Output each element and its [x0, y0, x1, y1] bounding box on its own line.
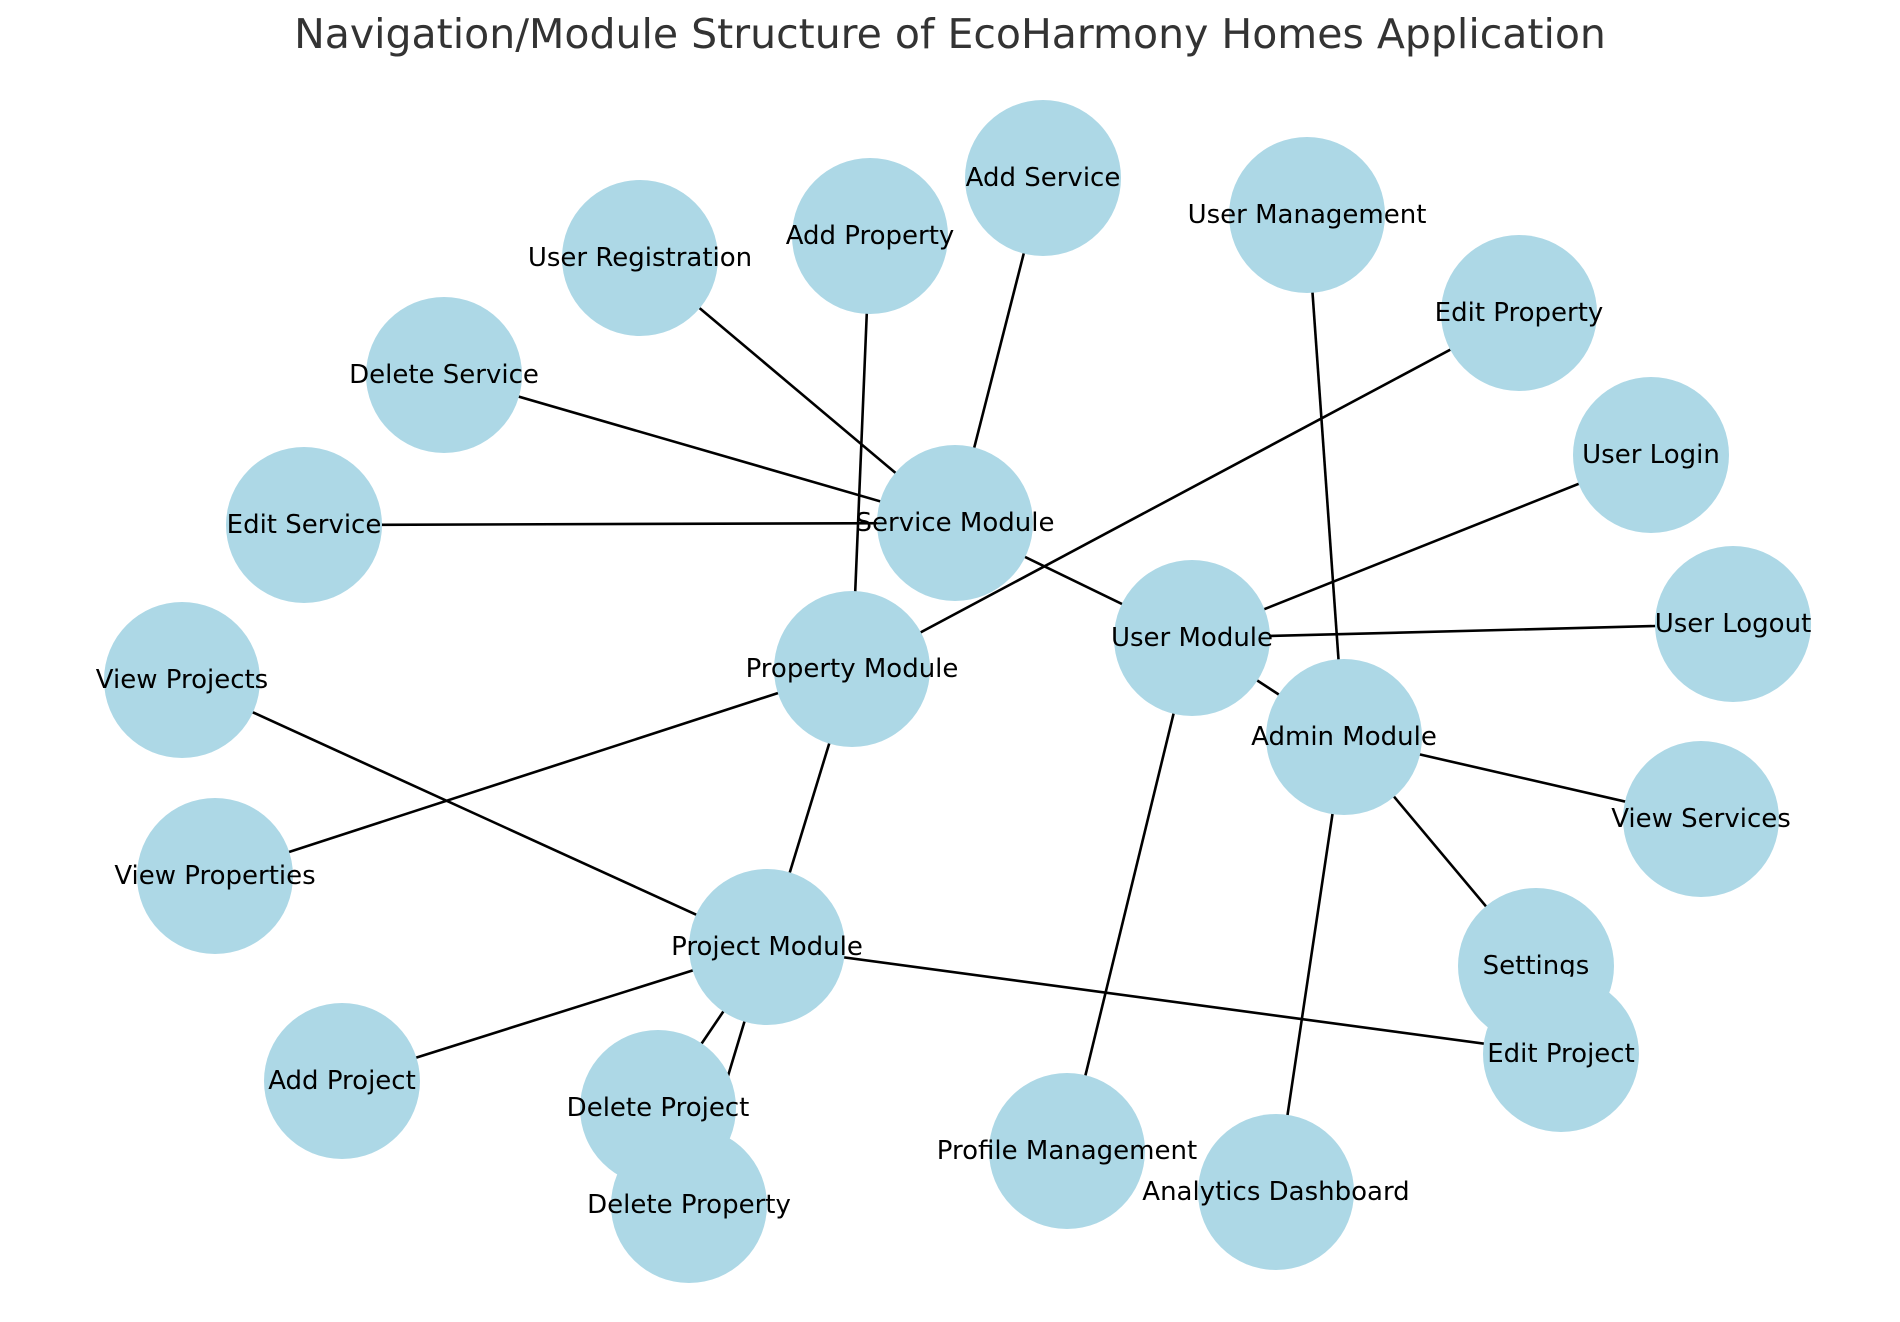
node-label-edit-service: Edit Service: [227, 510, 382, 540]
node-view-projects: View Projects: [96, 602, 268, 758]
node-label-view-projects: View Projects: [96, 665, 268, 695]
node-circle-view-services: [1623, 741, 1779, 897]
node-label-delete-service: Delete Service: [349, 360, 539, 390]
node-add-property: Add Property: [786, 158, 955, 314]
edge-user-module-to-user-logout: [1191, 622, 1734, 640]
node-label-user-management: User Management: [1188, 200, 1427, 230]
edge-admin-module-to-user-management: [1305, 214, 1346, 738]
node-label-edit-project: Edit Project: [1487, 1039, 1635, 1069]
node-edit-service: Edit Service: [226, 447, 382, 603]
node-edit-project: Edit Project: [1483, 976, 1639, 1132]
node-label-user-logout: User Logout: [1655, 609, 1812, 639]
node-label-settings: Settings: [1483, 951, 1590, 981]
node-add-project: Add Project: [264, 1003, 420, 1159]
node-user-registration: User Registration: [528, 180, 752, 336]
node-label-user-registration: User Registration: [528, 243, 752, 273]
edge-user-module-to-profile-management: [1065, 637, 1194, 1152]
node-circle-add-property: [792, 158, 948, 314]
node-profile-management: Profile Management: [937, 1073, 1197, 1229]
edge-project-module-to-edit-project: [766, 945, 1562, 1056]
node-service-module: Service Module: [856, 445, 1055, 601]
node-label-edit-property: Edit Property: [1435, 298, 1604, 328]
node-label-service-module: Service Module: [856, 508, 1055, 538]
edge-property-module-to-view-properties: [214, 667, 853, 878]
edge-user-module-to-user-login: [1191, 453, 1652, 640]
node-label-view-services: View Services: [1611, 804, 1791, 834]
node-circle-user-logout: [1655, 546, 1811, 702]
node-label-delete-property: Delete Property: [587, 1190, 791, 1220]
node-label-property-module: Property Module: [746, 654, 959, 684]
node-view-services: View Services: [1611, 741, 1791, 897]
node-label-analytics-dashboard: Analytics Dashboard: [1142, 1177, 1409, 1207]
edge-property-module-to-edit-property: [851, 311, 1520, 671]
node-circle-service-module: [877, 445, 1033, 601]
node-view-properties: View Properties: [114, 798, 316, 954]
node-label-user-login: User Login: [1582, 440, 1720, 470]
node-user-management: User Management: [1188, 137, 1427, 293]
node-circle-property-module: [774, 591, 930, 747]
node-label-project-module: Project Module: [671, 932, 863, 962]
diagram-title: Navigation/Module Structure of EcoHarmon…: [294, 10, 1606, 58]
edge-project-module-to-view-projects: [181, 678, 768, 949]
node-admin-module: Admin Module: [1251, 659, 1437, 815]
node-circle-user-module: [1114, 560, 1270, 716]
node-user-logout: User Logout: [1655, 546, 1812, 702]
node-project-module: Project Module: [671, 869, 863, 1025]
node-circle-add-service: [965, 100, 1121, 256]
node-property-module: Property Module: [746, 591, 959, 747]
node-circle-view-properties: [137, 798, 293, 954]
node-label-delete-project: Delete Project: [567, 1093, 750, 1123]
node-label-profile-management: Profile Management: [937, 1136, 1197, 1166]
node-circle-user-registration: [562, 180, 718, 336]
node-analytics-dashboard: Analytics Dashboard: [1142, 1114, 1410, 1270]
node-delete-service: Delete Service: [349, 297, 539, 453]
node-circle-delete-property: [611, 1127, 767, 1283]
edge-service-module-to-edit-service: [303, 521, 956, 527]
node-user-module: User Module: [1111, 560, 1273, 716]
node-label-add-project: Add Project: [268, 1066, 416, 1096]
node-circle-user-management: [1229, 137, 1385, 293]
node-label-add-property: Add Property: [786, 221, 955, 251]
node-label-add-service: Add Service: [966, 163, 1121, 193]
node-circle-delete-service: [366, 297, 522, 453]
node-delete-property: Delete Property: [587, 1127, 791, 1283]
node-circle-edit-service: [226, 447, 382, 603]
node-add-service: Add Service: [965, 100, 1121, 256]
node-circle-admin-module: [1266, 659, 1422, 815]
node-circle-edit-project: [1483, 976, 1639, 1132]
edge-service-module-to-delete-service: [443, 373, 956, 525]
node-circle-view-projects: [104, 602, 260, 758]
node-edit-property: Edit Property: [1435, 235, 1604, 391]
node-circle-edit-property: [1441, 235, 1597, 391]
node-circle-user-login: [1573, 377, 1729, 533]
node-circle-profile-management: [989, 1073, 1145, 1229]
node-label-user-module: User Module: [1111, 623, 1273, 653]
node-circle-project-module: [689, 869, 845, 1025]
node-circle-add-project: [264, 1003, 420, 1159]
node-user-login: User Login: [1573, 377, 1729, 533]
node-label-admin-module: Admin Module: [1251, 722, 1437, 752]
node-label-view-properties: View Properties: [114, 861, 315, 891]
node-circle-analytics-dashboard: [1198, 1114, 1354, 1270]
